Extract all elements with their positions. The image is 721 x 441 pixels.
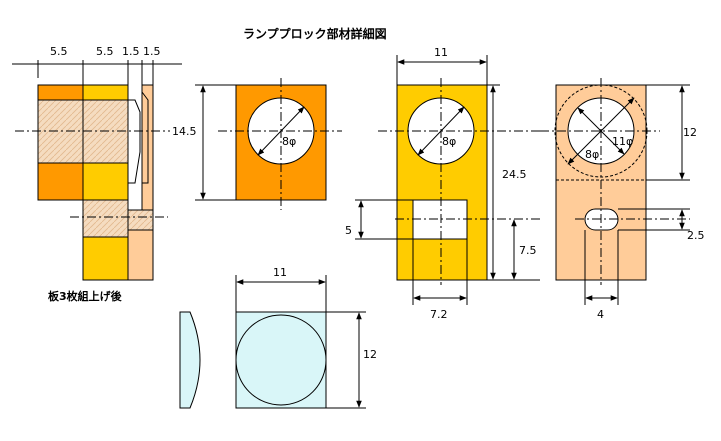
- yellow-hole-label: 8φ: [442, 135, 456, 148]
- orange-height-label: 14.5: [172, 125, 197, 138]
- diameter-line-inner: [577, 107, 625, 155]
- yellow-plate-window-section: [82, 199, 129, 238]
- lens-side-profile: [179, 311, 201, 409]
- peach-outer-hole-label: 11φ: [612, 135, 633, 148]
- orange-plate-bottom: [37, 162, 84, 201]
- yellow-window-width-label: 7.2: [430, 308, 448, 321]
- peach-slot-height-label: 2.5: [687, 229, 705, 242]
- peach-plate-recess: [141, 90, 149, 184]
- drawing-title: ランププロック部材詳細図: [243, 26, 387, 41]
- diameter-line: [417, 106, 465, 156]
- peach-slot-width-label: 4: [597, 308, 604, 321]
- yellow-window-offset-label: 7.5: [519, 244, 537, 257]
- orange-hole-label: 8φ: [282, 135, 296, 148]
- yellow-plate-middle: [82, 162, 129, 201]
- peach-plate-slot-section: [127, 209, 154, 231]
- assembled-side-view: 5.5 5.5 1.5 1.5 板3枚組上げ後: [12, 45, 182, 303]
- peach-plate-front-view: 8φ 11φ 12 2.5 4: [540, 78, 705, 321]
- yellow-plate-bottom: [82, 236, 129, 281]
- diameter-line: [257, 106, 305, 156]
- dim-label: 1.5: [122, 45, 140, 58]
- orange-plate-top: [37, 84, 84, 101]
- yellow-width-label: 11: [434, 46, 448, 59]
- yellow-plate-top: [82, 84, 129, 101]
- dim-label: 5.5: [50, 45, 68, 58]
- lens-width-label: 11: [273, 266, 287, 279]
- lens-view: 11 12: [179, 266, 377, 409]
- yellow-plate-front-view: 8φ 11 24.5 7.5 5 7.2: [345, 46, 540, 321]
- yellow-window-height-label: 5: [345, 224, 352, 237]
- lens-height-label: 12: [363, 348, 377, 361]
- peach-height-label: 12: [683, 126, 697, 139]
- peach-hole-label: 8φ: [585, 148, 599, 161]
- dim-label: 5.5: [96, 45, 114, 58]
- orange-plate-front-view: 8φ 14.5: [172, 78, 342, 210]
- assembled-caption: 板3枚組上げ後: [48, 289, 123, 303]
- lens-profile: [127, 99, 141, 184]
- dim-label: 1.5: [143, 45, 161, 58]
- yellow-height-label: 24.5: [502, 168, 527, 181]
- lens-circle: [235, 314, 327, 406]
